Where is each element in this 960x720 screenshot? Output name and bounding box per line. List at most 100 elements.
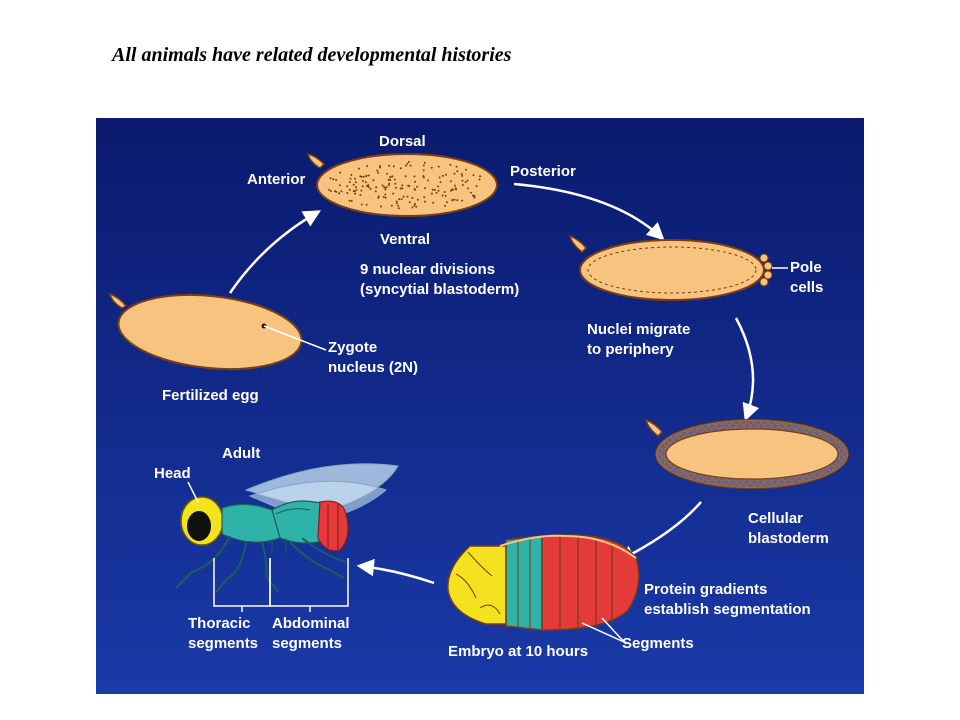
head-pointer — [187, 481, 199, 503]
label-zygote-1: Zygote — [328, 339, 377, 356]
nucleus-dot — [384, 196, 387, 199]
nucleus-dot — [414, 202, 416, 205]
nucleus-dot — [401, 187, 404, 190]
nucleus-dot — [404, 164, 407, 167]
nucleus-dot — [366, 185, 369, 188]
nucleus-dot — [439, 181, 442, 184]
nucleus-dot — [437, 189, 440, 192]
nucleus-dot — [357, 167, 360, 170]
nucleus-dot — [335, 178, 338, 181]
nucleus-dot — [464, 181, 467, 183]
label-abdominal-2: segments — [272, 635, 342, 652]
nucleus-dot — [389, 179, 392, 181]
nucleus-dot — [413, 204, 416, 207]
nucleus-dot — [413, 175, 416, 178]
nucleus-dot — [409, 164, 412, 167]
nucleus-dot — [453, 198, 456, 201]
nucleus-dot — [401, 184, 404, 187]
label-nuclei-1: Nuclei migrate — [587, 321, 690, 338]
nucleus-dot — [479, 175, 482, 178]
nucleus-dot — [349, 177, 352, 180]
label-cellular-2: blastoderm — [748, 530, 829, 547]
nucleus-dot — [451, 188, 453, 191]
nucleus-dot — [406, 162, 409, 165]
nucleus-dot — [453, 172, 456, 175]
nucleus-dot — [423, 196, 426, 199]
nucleus-dot — [365, 203, 368, 206]
nucleus-dot — [406, 195, 409, 198]
nucleus-dot — [427, 179, 429, 182]
nucleus-dot — [446, 201, 448, 204]
nucleus-dot — [328, 188, 331, 191]
nucleus-dot — [359, 175, 362, 178]
nucleus-dot — [354, 181, 357, 184]
slide-title: All animals have related developmental h… — [112, 44, 512, 66]
label-posterior: Posterior — [510, 163, 576, 180]
nucleus-dot — [353, 190, 356, 193]
label-thoracic-2: segments — [188, 635, 258, 652]
nucleus-dot — [422, 164, 425, 167]
nucleus-dot — [411, 197, 414, 199]
label-protein-1: Protein gradients — [644, 581, 767, 598]
nucleus-dot — [384, 188, 387, 191]
nucleus-dot — [384, 193, 387, 196]
nucleus-dot — [461, 199, 464, 202]
nucleus-dot — [378, 166, 381, 169]
nucleus-dot — [352, 183, 355, 186]
nucleus-dot — [395, 202, 398, 205]
nucleus-dot — [385, 186, 388, 189]
nucleus-dot — [377, 195, 380, 198]
nucleus-dot — [348, 181, 351, 183]
nucleus-dot — [456, 199, 459, 202]
nucleus-dot — [387, 184, 390, 187]
cellular-blastoderm-egg-icon — [644, 418, 849, 489]
nucleus-dot — [340, 190, 343, 193]
nucleus-dot — [432, 201, 435, 204]
label-pole-2: cells — [790, 279, 823, 296]
nucleus-dot — [473, 196, 476, 199]
nucleus-dot — [386, 172, 388, 175]
fly-eye — [187, 511, 211, 541]
nucleus-dot — [338, 184, 341, 187]
nucleus-dot — [376, 169, 379, 172]
nucleus-dot — [408, 201, 411, 204]
nucleus-dot — [366, 165, 369, 168]
label-pole-1: Pole — [790, 259, 822, 276]
nucleus-dot — [441, 194, 444, 197]
nucleus-dot — [422, 169, 425, 172]
nucleus-dot — [360, 203, 363, 206]
nucleus-dot — [350, 173, 353, 176]
label-nuclear-divisions-2: (syncytial blastoderm) — [360, 281, 519, 298]
label-nuclei-2: to periphery — [587, 341, 674, 358]
nucleus-dot — [354, 192, 357, 195]
adult-fly-icon — [175, 463, 399, 593]
nucleus-dot — [348, 188, 351, 191]
nucleus-dot — [455, 165, 458, 168]
nucleus-dot — [416, 198, 419, 201]
nucleus-dot — [466, 179, 469, 182]
label-adult: Adult — [222, 445, 260, 462]
nucleus-dot — [461, 184, 464, 186]
development-cycle-diagram: Dorsal Anterior Posterior Ventral 9 nucl… — [96, 118, 864, 694]
nucleus-dot — [388, 182, 391, 185]
nucleus-dot — [329, 177, 332, 180]
segment-brackets — [213, 558, 349, 612]
nucleus-dot — [390, 204, 393, 207]
arrow-syncytial-to-pole — [513, 182, 665, 241]
segmented-embryo-icon — [447, 534, 640, 645]
nucleus-dot — [423, 200, 426, 203]
nucleus-dot — [354, 177, 357, 180]
nucleus-dot — [372, 179, 375, 182]
nucleus-dot — [348, 199, 351, 202]
arrow-pole-to-cellular — [734, 317, 760, 422]
nucleus-dot — [346, 185, 349, 188]
nucleus-dot — [339, 171, 342, 174]
nucleus-dot — [397, 204, 400, 207]
nucleus-dot — [398, 198, 401, 201]
nucleus-dot — [367, 174, 370, 177]
label-protein-2: establish segmentation — [644, 601, 811, 618]
nucleus-dot — [430, 166, 433, 169]
nucleus-dot — [431, 188, 434, 191]
nucleus-dot — [451, 198, 454, 201]
nucleus-dot — [361, 185, 364, 188]
